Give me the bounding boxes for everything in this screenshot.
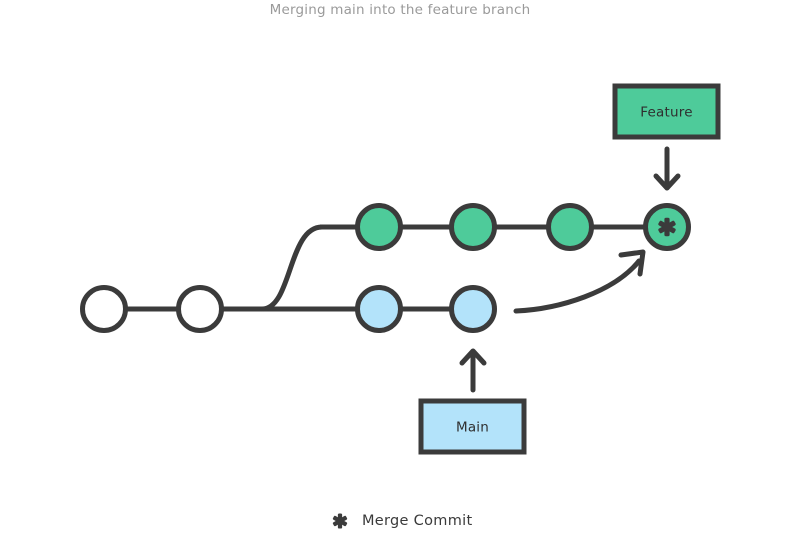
merge-arrow-curve [513,258,642,314]
page-title: Merging main into the feature branch [270,2,531,18]
commit-node-main-3[interactable] [355,285,403,333]
feature-label-text: Feature [640,105,692,121]
main-label-box[interactable] [418,398,527,455]
commit-node-main-1[interactable] [80,285,128,333]
feature-label-box[interactable] [612,83,721,140]
main-label-text: Main [456,420,489,436]
legend-asterisk-icon [332,513,348,529]
commit-node-feature-2[interactable] [449,203,497,251]
main-branch-label-group[interactable]: Main [418,348,527,455]
commit-node-feature-3[interactable] [546,203,594,251]
commit-node-feature-1[interactable] [355,203,403,251]
feature-branch-commits [355,203,691,251]
commit-node-main-2[interactable] [176,285,224,333]
merge-arrow [513,249,646,314]
legend-label-text: Merge Commit [362,513,472,529]
main-branch-commits [80,285,497,333]
legend: Merge Commit [332,513,472,529]
feature-down-arrow-icon [653,146,681,191]
branch-split-curve [259,224,325,312]
commit-node-main-4[interactable] [449,285,497,333]
main-up-arrow-icon [459,348,487,393]
merge-arrow-head [618,249,646,277]
feature-branch-label-group[interactable]: Feature [612,83,721,191]
